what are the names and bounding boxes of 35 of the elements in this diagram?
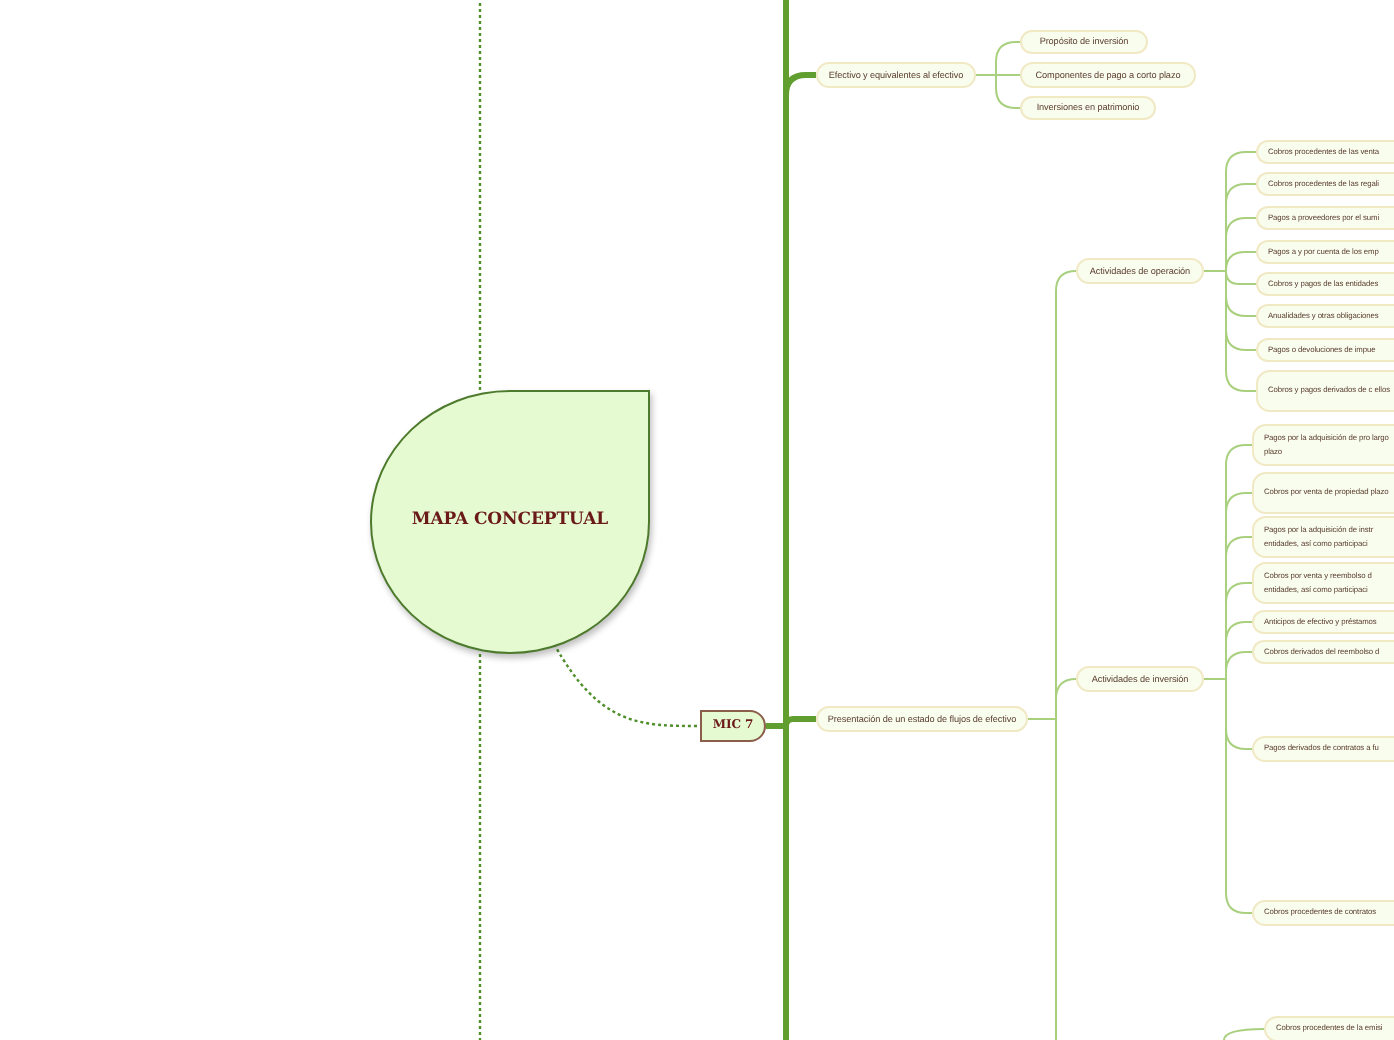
subtopic-box	[1252, 736, 1394, 762]
subtopic-box	[1252, 562, 1394, 604]
subtopic-box	[1256, 172, 1394, 196]
topic-box	[1020, 96, 1156, 120]
topic-box	[1076, 666, 1204, 692]
topic-box	[816, 706, 1028, 732]
subtopic-box	[1252, 900, 1394, 926]
branch-line	[1203, 678, 1253, 914]
subtopic-box	[1264, 1016, 1394, 1040]
subtopic-box	[1256, 206, 1394, 230]
main-topic-box	[700, 710, 766, 742]
topic-box	[816, 62, 976, 88]
dotted-connector	[478, 0, 482, 390]
dotted-connector	[478, 654, 482, 1040]
subtopic-box	[1256, 304, 1394, 328]
branch-line	[1203, 270, 1257, 392]
subtopic-box	[1252, 640, 1394, 664]
branch-line	[1027, 718, 1057, 1040]
topic-box	[1020, 30, 1148, 54]
topic-box	[1076, 258, 1204, 284]
branch-line	[1223, 1028, 1265, 1040]
subtopic-box	[1256, 240, 1394, 264]
subtopic-box	[1256, 272, 1394, 296]
subtopic-box	[1256, 370, 1394, 412]
branch-line	[975, 74, 1021, 109]
subtopic-box	[1252, 424, 1394, 466]
subtopic-box	[1252, 610, 1394, 634]
subtopic-box	[1256, 140, 1394, 164]
subtopic-box	[1252, 472, 1394, 514]
branch-line	[766, 723, 789, 1040]
subtopic-box	[1256, 338, 1394, 362]
dotted-connector	[552, 643, 700, 728]
topic-text: MAPA CONCEPTUAL	[411, 508, 609, 535]
topic-box	[1020, 62, 1196, 88]
subtopic-box	[1252, 516, 1394, 558]
